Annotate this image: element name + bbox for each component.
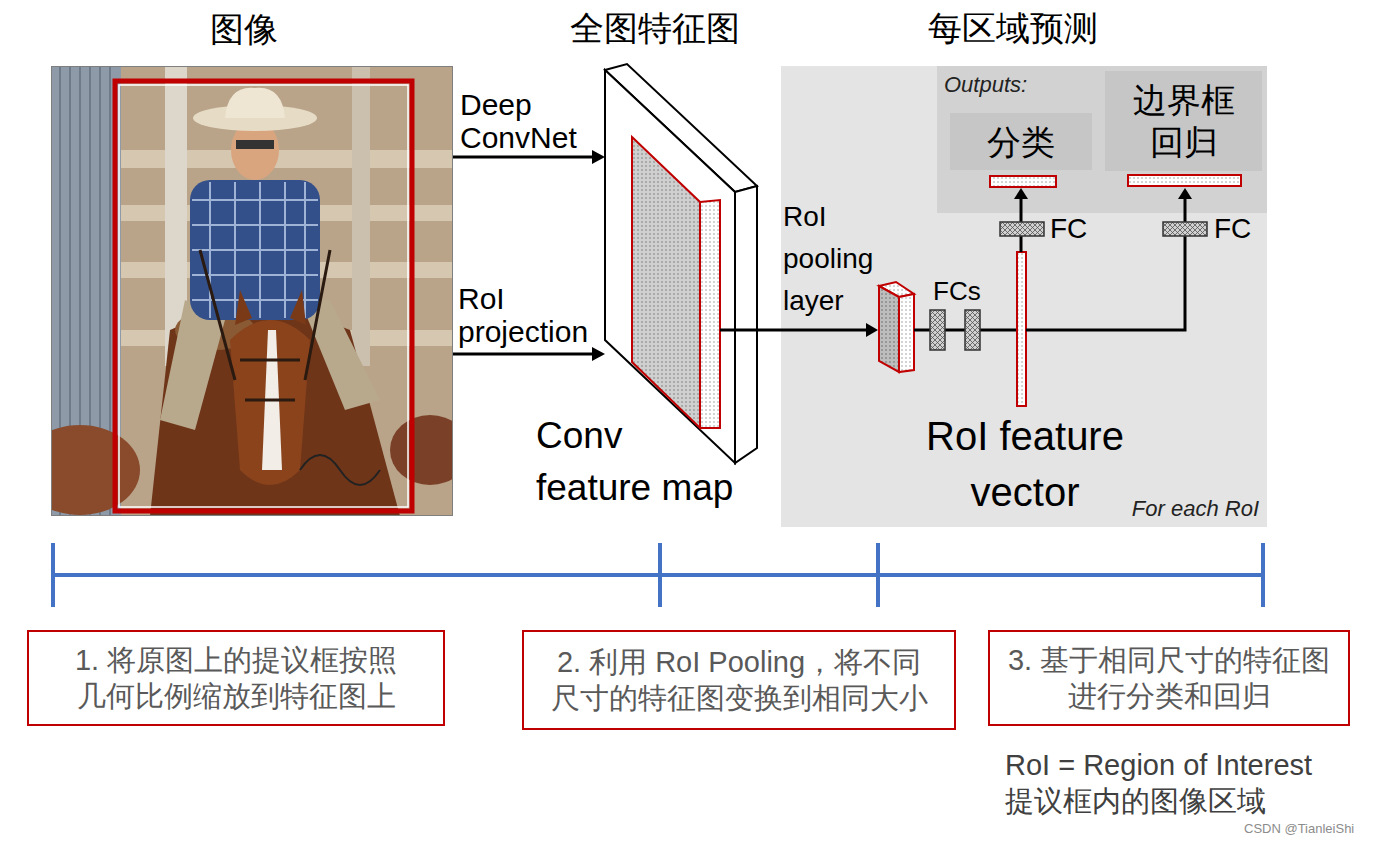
bridle xyxy=(200,250,330,400)
section-heading: 图像 xyxy=(94,9,394,49)
connector-label: Deep ConvNet xyxy=(460,88,600,154)
output-box: 边界框 回归 xyxy=(1105,71,1262,171)
feature-flow-line xyxy=(720,329,781,332)
section-heading: 全图特征图 xyxy=(505,8,805,48)
output-vector xyxy=(1128,175,1241,186)
arrow-head xyxy=(592,347,605,361)
cattle xyxy=(390,415,453,485)
watermark: CSDN @TianleiShi xyxy=(1244,821,1354,837)
step-text: 3. 基于相同尺寸的特征图 进行分类和回归 xyxy=(1004,642,1334,714)
feature-map-side xyxy=(735,186,757,463)
pooled-block-front xyxy=(879,286,899,372)
panel-title: Outputs: xyxy=(944,72,1027,98)
layer-label: FC xyxy=(1214,213,1251,245)
proposal-frame-inner xyxy=(119,85,408,507)
definition-note: RoI = Region of Interest xyxy=(1005,748,1312,782)
flow-line xyxy=(1184,198,1187,213)
arrow-head xyxy=(1178,188,1192,199)
output-box: 分类 xyxy=(950,113,1092,170)
photo-illustration xyxy=(51,66,453,516)
feature-vector xyxy=(1017,252,1026,406)
pooled-block-side xyxy=(899,294,914,372)
step-box: 2. 利用 RoI Pooling，将不同 尺寸的特征图变换到相同大小 xyxy=(522,630,956,730)
step-box: 3. 基于相同尺寸的特征图 进行分类和回归 xyxy=(988,630,1350,726)
sunglasses xyxy=(236,140,274,149)
fence-post xyxy=(352,66,370,366)
fc-layer xyxy=(1000,222,1044,236)
flow-line xyxy=(781,329,868,332)
output-title: 边界框 回归 xyxy=(1113,79,1254,163)
connector-label: RoI projection xyxy=(458,282,598,348)
cattle xyxy=(51,425,140,515)
map-label: Conv feature map xyxy=(536,410,744,514)
flow-line xyxy=(1026,213,1185,330)
rider-leg xyxy=(300,300,380,410)
layer-label: FCs xyxy=(933,276,981,306)
panel-note: For each RoI xyxy=(1132,496,1259,522)
output-title: 分类 xyxy=(987,121,1055,163)
outputs-panel: Outputs: 分类 边界框 回归 xyxy=(937,66,1267,213)
fc-layer xyxy=(1163,222,1207,236)
horse-ear xyxy=(235,290,252,325)
arrow-head xyxy=(1014,188,1028,199)
layer-label: FC xyxy=(1050,213,1087,245)
hat-crown xyxy=(225,88,285,118)
image-panel: 图像 xyxy=(51,66,453,516)
output-vector xyxy=(990,176,1056,187)
step-text: 2. 利用 RoI Pooling，将不同 尺寸的特征图变换到相同大小 xyxy=(538,644,940,716)
horse-ear xyxy=(290,290,306,325)
section-heading: 每区域预测 xyxy=(863,8,1163,48)
definition-note: 提议框内的图像区域 xyxy=(1005,784,1266,818)
feature-map: 全图特征图 xyxy=(605,64,757,464)
step-box: 1. 将原图上的提议框按照 几何比例缩放到特征图上 xyxy=(27,630,445,726)
proposal-frame xyxy=(115,81,412,511)
vector-label: RoI feature vector xyxy=(905,408,1145,520)
arrow-head xyxy=(866,323,878,337)
connector-line xyxy=(453,353,595,356)
connector-line xyxy=(453,156,595,159)
timeline-ticks xyxy=(53,543,1263,607)
signature xyxy=(300,455,380,485)
horse-head xyxy=(230,320,310,485)
connector-arrow xyxy=(453,347,605,361)
flow-line xyxy=(1020,198,1023,213)
arrow-head xyxy=(592,150,605,164)
fc-layer xyxy=(930,310,945,350)
feature-map-front xyxy=(605,70,735,463)
step-text: 1. 将原图上的提议框按照 几何比例缩放到特征图上 xyxy=(43,642,429,714)
fc-layer xyxy=(965,310,980,350)
roi-region-front xyxy=(632,137,700,428)
layer-label: RoI pooling layer xyxy=(783,196,877,322)
roi-region-side xyxy=(700,200,720,428)
